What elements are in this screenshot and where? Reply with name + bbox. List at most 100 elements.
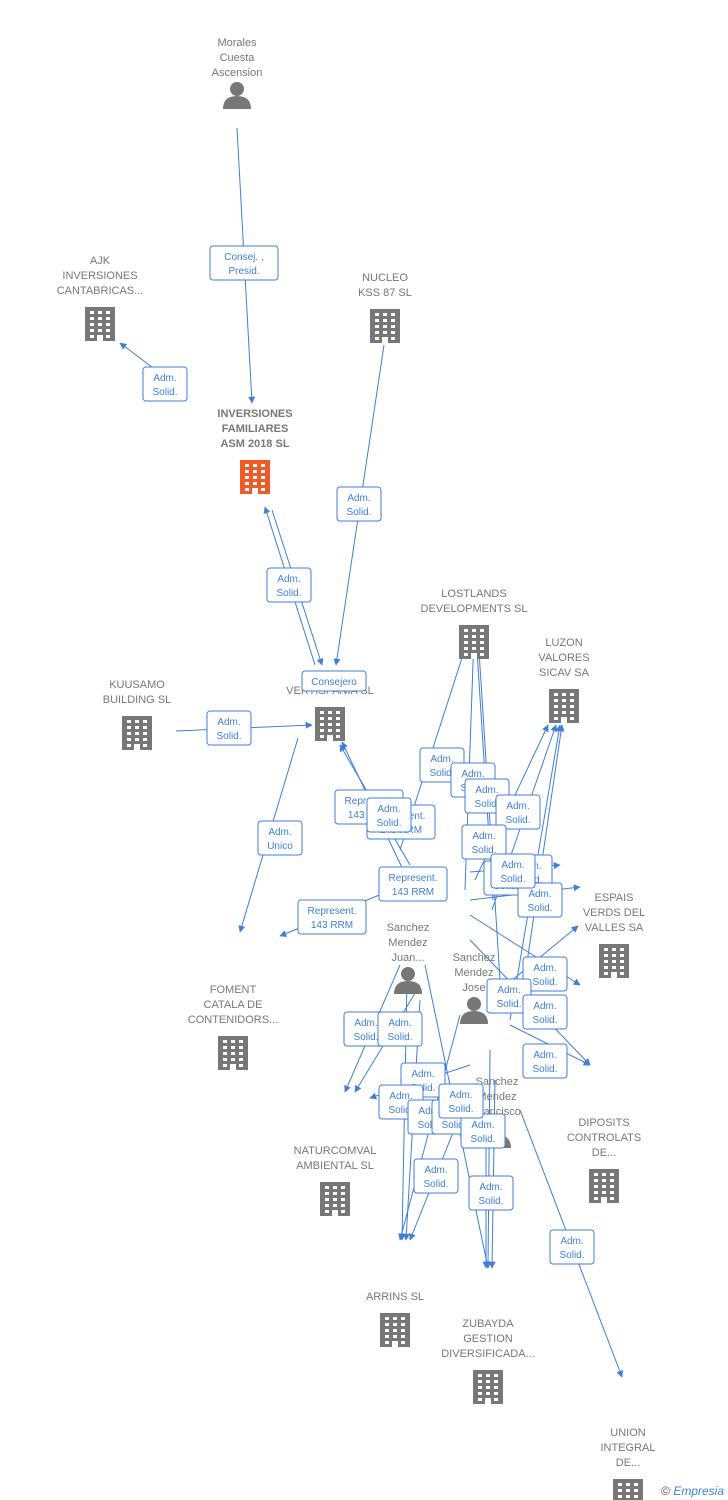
building-icon (380, 1313, 410, 1347)
relation-badge[interactable]: Adm.Solid. (549, 1229, 595, 1265)
relation-badge[interactable]: Adm.Solid. (438, 1083, 484, 1119)
node-union[interactable]: UNIONINTEGRALDE... (600, 1427, 656, 1500)
node-label: Sanchez (476, 1076, 519, 1088)
building-icon (122, 716, 152, 750)
relation-label: Adm. (461, 769, 484, 780)
node-label: Sanchez (387, 922, 430, 934)
building-icon (218, 1036, 248, 1070)
node-label: ASM 2018 SL (220, 438, 289, 450)
node-arrins[interactable]: ARRINS SL (366, 1291, 424, 1347)
relation-box (257, 820, 303, 856)
relation-label: Adm. (411, 1069, 434, 1080)
relation-badge[interactable]: Adm.Solid. (266, 567, 312, 603)
relation-label: Adm. (475, 785, 498, 796)
relation-badge[interactable]: Consej. ,Presid. (209, 245, 279, 281)
relation-badge[interactable]: Adm.Solid. (522, 994, 568, 1030)
node-label: Morales (217, 37, 257, 49)
relation-label: Adm. (217, 717, 240, 728)
relation-badge[interactable]: Adm.Solid. (413, 1158, 459, 1194)
relation-label: 143 RRM (311, 920, 353, 931)
relation-box (438, 1083, 484, 1119)
relation-badge[interactable]: Adm.Solid. (486, 978, 532, 1014)
node-label: UNION (610, 1427, 646, 1439)
node-label: GESTION (463, 1333, 513, 1345)
relation-box (517, 882, 563, 918)
relation-badge[interactable]: Adm.Unico (257, 820, 303, 856)
node-label: DE... (616, 1457, 640, 1469)
relation-label: Adm. (430, 754, 453, 765)
relation-badge[interactable]: Adm.Solid. (517, 882, 563, 918)
node-label: ARRINS SL (366, 1291, 424, 1303)
relation-label: Represent. (389, 873, 438, 884)
node-label: FOMENT (210, 984, 257, 996)
node-ajk[interactable]: AJKINVERSIONESCANTABRICAS... (57, 255, 144, 341)
person-icon (460, 997, 488, 1024)
relation-badge[interactable]: Adm.Solid. (461, 824, 507, 860)
relation-badge[interactable]: Adm.Solid. (377, 1011, 423, 1047)
building-icon (85, 307, 115, 341)
relation-label: Solid. (471, 845, 496, 856)
relation-label: Adm. (533, 1001, 556, 1012)
relation-badge[interactable]: Adm.Solid. (460, 1113, 506, 1149)
relation-badge[interactable]: Represent.143 RRM (378, 866, 448, 902)
node-kuusamo[interactable]: KUUSAMO BUILDING SL (103, 679, 171, 750)
node-label: LOSTLANDS (441, 588, 506, 600)
relation-label: Solid. (376, 818, 401, 829)
node-label: Juan... (391, 952, 424, 964)
relation-box (266, 567, 312, 603)
node-label: DIPOSITS (578, 1117, 629, 1129)
relation-label: Adm. (506, 801, 529, 812)
relation-label: Adm. (347, 493, 370, 504)
building-icon (315, 707, 345, 741)
relation-label: Solid. (353, 1032, 378, 1043)
copyright-symbol: © (661, 1484, 670, 1498)
relation-badge[interactable]: Adm.Solid. (366, 797, 412, 833)
node-label: Mendez (454, 967, 493, 979)
relation-badge[interactable]: Adm.Solid. (142, 366, 188, 402)
node-diposits[interactable]: DIPOSITSCONTROLATSDE... (567, 1117, 641, 1203)
relation-badge[interactable]: Represent.143 RRM (297, 899, 367, 935)
node-label: CONTENIDORS... (188, 1014, 278, 1026)
relation-box (413, 1158, 459, 1194)
relation-label: Adm. (354, 1018, 377, 1029)
relation-badge[interactable]: Adm.Solid. (336, 486, 382, 522)
node-label: INVERSIONES (217, 408, 292, 420)
relation-box (522, 994, 568, 1030)
node-label: CONTROLATS (567, 1132, 641, 1144)
node-label: NATURCOMVAL (294, 1145, 377, 1157)
person-icon (394, 967, 422, 994)
node-juan[interactable]: SanchezMendezJuan... (387, 922, 430, 994)
relation-badge[interactable]: Adm. Solid. (468, 1175, 514, 1211)
relation-badge[interactable]: Adm.Solid. (495, 794, 541, 830)
relation-badge[interactable]: Adm.Solid. (522, 956, 568, 992)
relation-badge[interactable]: Adm.Solid. (206, 710, 252, 746)
node-zubayda[interactable]: ZUBAYDAGESTIONDIVERSIFICADA... (441, 1318, 535, 1404)
node-label: VALLES SA (585, 922, 644, 934)
relation-label: Solid. (478, 1196, 503, 1207)
node-label: VERDS DEL (583, 907, 645, 919)
node-label: KUUSAMO (109, 679, 165, 691)
relation-label: Adm. (153, 373, 176, 384)
building-icon (613, 1479, 643, 1500)
relation-badge[interactable]: Consejero (301, 670, 367, 692)
relation-label: Solid. (527, 903, 552, 914)
relation-badge[interactable]: Adm.Solid. (522, 1043, 568, 1079)
node-label: Mendez (477, 1091, 516, 1103)
relation-label: Adm. (479, 1182, 502, 1193)
building-icon (240, 460, 270, 494)
relation-label: Solid. (470, 1134, 495, 1145)
relations-layer: Consej. ,Presid. Adm. Solid. Adm. Solid. Adm.… (142, 245, 595, 1265)
relation-label: Solid. (388, 1105, 413, 1116)
node-label: NUCLEO (362, 272, 408, 284)
node-label: BUILDING SL (103, 694, 171, 706)
relation-badge[interactable]: Adm.Solid. (490, 853, 536, 889)
